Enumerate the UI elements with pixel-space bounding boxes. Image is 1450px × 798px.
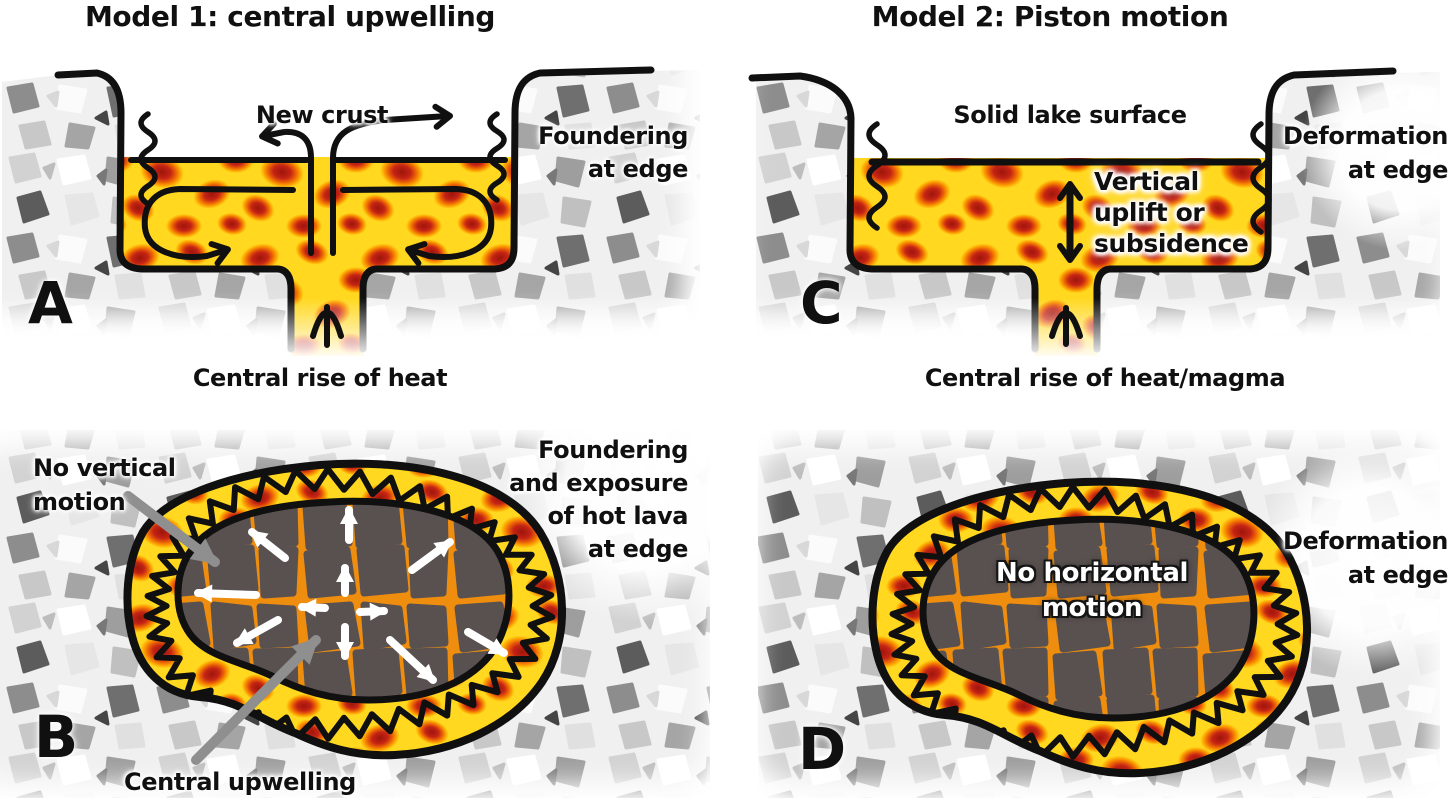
panel-d-crusted-plate xyxy=(919,515,1258,722)
label-line: at edge xyxy=(587,535,689,563)
new-crust-label: New crust xyxy=(217,99,427,132)
foundering-at-edge-label-a: Foundering at edge xyxy=(500,120,688,186)
label-line: Vertical xyxy=(1094,167,1199,196)
label-line: at edge xyxy=(1347,156,1449,184)
solid-lake-surface-label: Solid lake surface xyxy=(920,99,1220,132)
label-line: Deformation xyxy=(1282,122,1448,150)
panel-a-spread-right-arrow xyxy=(330,103,453,161)
panel-a-convection-left-arrow xyxy=(141,185,296,267)
panel-a-lava xyxy=(120,157,515,357)
panel-b-text-backdrop xyxy=(510,353,780,623)
panel-d-plan-view xyxy=(758,430,1450,798)
label-line: No horizontal xyxy=(996,558,1188,588)
spread-down-left-arrow xyxy=(233,616,282,647)
model-2-title: Model 2: Piston motion xyxy=(790,1,1310,33)
panel-a-basin-outline xyxy=(54,66,655,353)
spread-up-left-arrow xyxy=(248,528,289,562)
no-vertical-motion-label: No vertical motion xyxy=(33,451,253,519)
central-upwelling-pointer-arrow xyxy=(191,635,321,765)
spread-down-right-arrow xyxy=(386,636,437,684)
foundering-exposure-label-b: Foundering and exposure of hot lava at e… xyxy=(498,434,688,566)
central-rise-of-heat-caption: Central rise of heat xyxy=(120,362,520,395)
model-2-title-text: Model 2: Piston motion xyxy=(871,0,1229,33)
panel-a-convection-right-arrow xyxy=(340,185,495,267)
panel-c-deformation-squiggle-right xyxy=(1250,121,1272,235)
panel-b-plan-view xyxy=(0,353,780,798)
label-line: Central upwelling xyxy=(124,768,356,796)
center-left-arrow xyxy=(298,598,329,617)
model-1-title-text: Model 1: central upwelling xyxy=(84,0,496,33)
label-line: at edge xyxy=(1347,561,1449,589)
spread-up-right-arrow xyxy=(408,538,454,574)
panel-letter-text: A xyxy=(28,269,73,337)
label-line: motion xyxy=(1041,593,1143,623)
deformation-at-edge-label-d: Deformation at edge xyxy=(1256,524,1448,592)
label-line: and exposure xyxy=(509,469,688,497)
cross-section-bottom-fade xyxy=(0,298,1450,360)
panel-c-letter: C xyxy=(800,274,843,332)
label-line: motion xyxy=(33,488,126,516)
spread-left-arrow xyxy=(194,584,260,603)
label-line: Central rise of heat/magma xyxy=(924,364,1286,392)
label-line: Solid lake surface xyxy=(953,101,1187,129)
label-line: of hot lava xyxy=(547,502,688,530)
panel-b-spreading-arrows xyxy=(194,506,508,684)
label-line: Deformation xyxy=(1282,527,1448,555)
panel-d-deformation-squiggle-ring xyxy=(888,484,1301,760)
label-line: subsidence xyxy=(1094,229,1249,258)
panel-a-spread-left-arrow xyxy=(259,120,314,161)
panel-a-foundering-squiggle-left xyxy=(138,111,158,207)
label-line: Central rise of heat xyxy=(192,364,448,392)
model-1-title: Model 1: central upwelling xyxy=(30,1,550,33)
cross-section-bottom-white xyxy=(0,356,1450,370)
central-rise-of-heat-magma-caption: Central rise of heat/magma xyxy=(900,362,1310,395)
panel-letter-text: C xyxy=(800,269,843,337)
central-upwelling-caption: Central upwelling xyxy=(40,766,440,798)
spread-right-down-arrow xyxy=(464,628,508,657)
label-line: at edge xyxy=(587,155,689,183)
panel-b-letter: B xyxy=(34,708,78,766)
panel-c-cross-section xyxy=(748,50,1450,357)
panel-c-basin-outline xyxy=(748,67,1397,353)
panel-a-wall-rock xyxy=(2,70,700,352)
deformation-at-edge-label-c: Deformation at edge xyxy=(1258,119,1448,187)
label-line: Foundering xyxy=(538,122,688,150)
no-vertical-motion-pointer-arrow xyxy=(123,491,220,567)
panel-d-letter: D xyxy=(798,720,846,778)
vertical-uplift-label: Vertical uplift or subsidence xyxy=(1094,166,1324,259)
label-line: uplift or xyxy=(1094,198,1205,227)
label-line: No vertical xyxy=(33,454,176,482)
no-horizontal-motion-label: No horizontal motion xyxy=(972,556,1212,626)
panel-a-letter: A xyxy=(28,274,73,332)
panel-a-conduit-rise-arrow xyxy=(310,304,344,348)
center-right-arrow xyxy=(356,602,388,621)
panel-c-deformation-squiggle-left xyxy=(866,121,888,231)
panel-letter-text: B xyxy=(34,703,79,771)
panel-c-conduit-rise-arrow xyxy=(1049,305,1083,347)
panel-c-text-backdrop xyxy=(1300,50,1450,250)
label-line: New crust xyxy=(255,101,389,129)
panel-a-foundering-squiggle-right xyxy=(487,111,507,203)
label-line: Foundering xyxy=(538,436,688,464)
panel-b-foundering-squiggle-ring xyxy=(143,466,556,742)
panel-letter-text: D xyxy=(798,715,847,783)
panel-a-cross-section xyxy=(2,66,700,357)
